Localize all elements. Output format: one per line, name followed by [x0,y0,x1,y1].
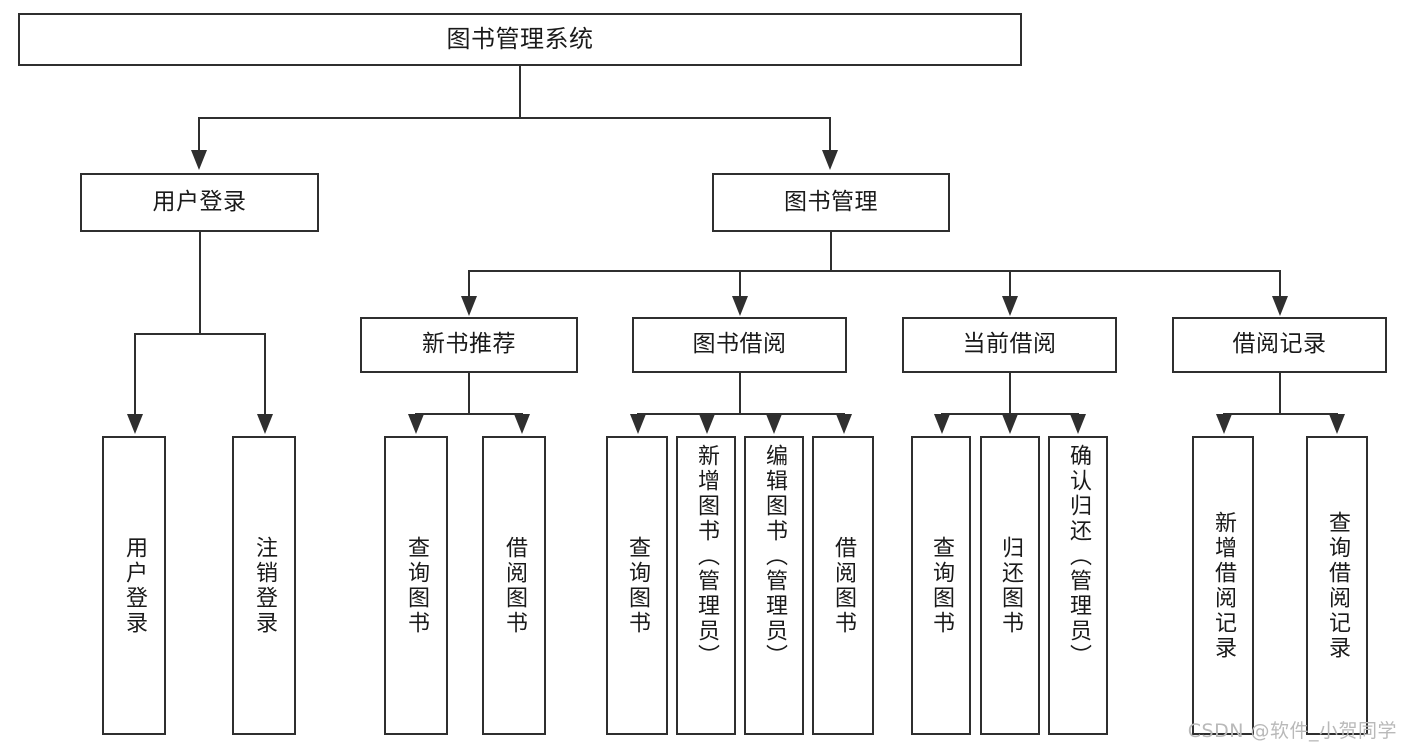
leaf-add-book-admin[interactable]: 新增图书（管理员） [676,436,736,735]
connector-book-mgmt-drop-1 [468,270,470,298]
node-label: 当前借阅 [962,331,1057,358]
arrow-to-leaf-edit-book [766,414,782,434]
connector-root-bus [198,117,830,119]
node-user-login[interactable]: 用户登录 [80,173,319,232]
node-root-system[interactable]: 图书管理系统 [18,13,1022,66]
leaf-confirm-return-admin[interactable]: 确认归还（管理员） [1048,436,1108,735]
arrow-to-leaf-borrow-books-2 [836,414,852,434]
connector-new-books-stem [468,373,470,414]
node-label: 查询借阅记录 [1325,510,1350,661]
node-label: 借阅图书 [502,535,527,636]
node-label: 借阅记录 [1232,331,1327,358]
node-new-book-recommend[interactable]: 新书推荐 [360,317,578,373]
connector-book-borrow-bus [637,413,845,415]
connector-new-books-bus [415,413,522,415]
arrow-to-leaf-return-book [1002,414,1018,434]
node-label: 归还图书 [998,535,1023,636]
node-label: 新增图书（管理员） [694,444,719,669]
connector-book-mgmt-drop-3 [1009,270,1011,298]
node-label: 借阅图书 [831,535,856,636]
arrow-to-leaf-add-record [1216,414,1232,434]
connector-book-mgmt-drop-2 [739,270,741,298]
connector-user-login-bus [134,333,266,335]
arrow-to-leaf-query-books-3 [934,414,950,434]
arrow-to-borrow-records [1272,296,1288,316]
connector-root-drop-right [829,117,831,153]
connector-current-borrow-stem [1009,373,1011,414]
connector-user-login-stem [199,232,201,334]
node-label: 用户登录 [152,188,247,215]
node-label: 编辑图书（管理员） [762,444,787,669]
arrow-to-leaf-user-login [127,414,143,434]
connector-book-borrow-stem [739,373,741,414]
leaf-return-book[interactable]: 归还图书 [980,436,1040,735]
arrow-to-leaf-query-record [1329,414,1345,434]
arrow-root-to-user-login [191,150,207,170]
arrow-to-leaf-logout [257,414,273,434]
arrow-root-to-book-mgmt [822,150,838,170]
node-label: 图书借阅 [692,331,787,358]
node-label: 新书推荐 [422,331,516,358]
node-label: 确认归还（管理员） [1066,444,1091,669]
node-label: 查询图书 [404,535,429,636]
arrow-to-leaf-add-book [699,414,715,434]
leaf-query-books-new[interactable]: 查询图书 [384,436,448,735]
arrow-to-leaf-query-books-1 [408,414,424,434]
connector-root-drop-left [198,117,200,153]
node-label: 用户登录 [122,535,147,636]
arrow-to-new-books [461,296,477,316]
leaf-query-books-borrow[interactable]: 查询图书 [606,436,668,735]
node-label: 图书管理系统 [446,25,594,54]
leaf-borrow-books-new[interactable]: 借阅图书 [482,436,546,735]
node-label: 新增借阅记录 [1211,510,1236,661]
leaf-query-borrow-record[interactable]: 查询借阅记录 [1306,436,1368,735]
node-book-borrow[interactable]: 图书借阅 [632,317,847,373]
connector-records-stem [1279,373,1281,414]
connector-root-stem [519,66,521,118]
node-book-management[interactable]: 图书管理 [712,173,950,232]
arrow-to-book-borrow [732,296,748,316]
leaf-logout[interactable]: 注销登录 [232,436,296,735]
node-label: 注销登录 [252,535,277,636]
arrow-to-current-borrow [1002,296,1018,316]
connector-records-bus [1223,413,1337,415]
connector-user-login-drop-2 [264,333,266,416]
leaf-query-books-current[interactable]: 查询图书 [911,436,971,735]
arrow-to-leaf-borrow-books-1 [514,414,530,434]
node-current-borrow[interactable]: 当前借阅 [902,317,1117,373]
node-label: 查询图书 [625,535,650,636]
connector-book-mgmt-drop-4 [1279,270,1281,298]
arrow-to-leaf-query-books-2 [630,414,646,434]
connector-book-mgmt-stem [830,232,832,271]
watermark-text: CSDN @软件_小贺同学 [1187,720,1397,742]
node-label: 查询图书 [929,535,954,636]
leaf-add-borrow-record[interactable]: 新增借阅记录 [1192,436,1254,735]
connector-book-mgmt-bus [468,270,1280,272]
node-label: 图书管理 [784,188,878,215]
node-borrow-records[interactable]: 借阅记录 [1172,317,1387,373]
connector-user-login-drop-1 [134,333,136,416]
leaf-user-login[interactable]: 用户登录 [102,436,166,735]
leaf-borrow-books-borrow[interactable]: 借阅图书 [812,436,874,735]
leaf-edit-book-admin[interactable]: 编辑图书（管理员） [744,436,804,735]
arrow-to-leaf-confirm-return [1070,414,1086,434]
